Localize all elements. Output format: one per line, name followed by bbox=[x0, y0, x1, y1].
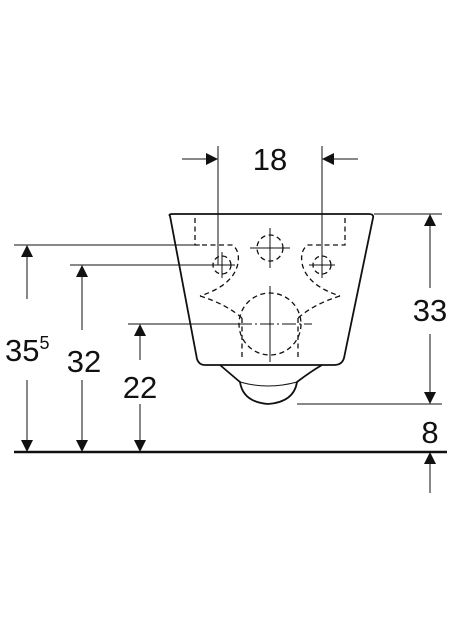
dim-left-inner: 22 bbox=[123, 323, 312, 452]
dim-left-middle: 32 bbox=[67, 264, 210, 452]
dim-label-left-middle: 32 bbox=[67, 344, 101, 379]
dim-label-right-height: 33 bbox=[413, 293, 447, 328]
dim-label-left-inner: 22 bbox=[123, 370, 157, 405]
dim-right-floor: 8 bbox=[421, 415, 439, 493]
dim-right-height: 33 bbox=[297, 213, 447, 405]
dim-label-right-floor: 8 bbox=[421, 415, 438, 450]
dim-label-spacing: 18 bbox=[253, 142, 287, 177]
dim-label-left-outer: 355 bbox=[5, 333, 50, 368]
dim-horizontal-spacing: 18 bbox=[182, 142, 358, 265]
bowl-outline bbox=[168, 213, 375, 405]
center-lines bbox=[209, 228, 335, 362]
dim-left-outer: 355 bbox=[5, 244, 200, 452]
